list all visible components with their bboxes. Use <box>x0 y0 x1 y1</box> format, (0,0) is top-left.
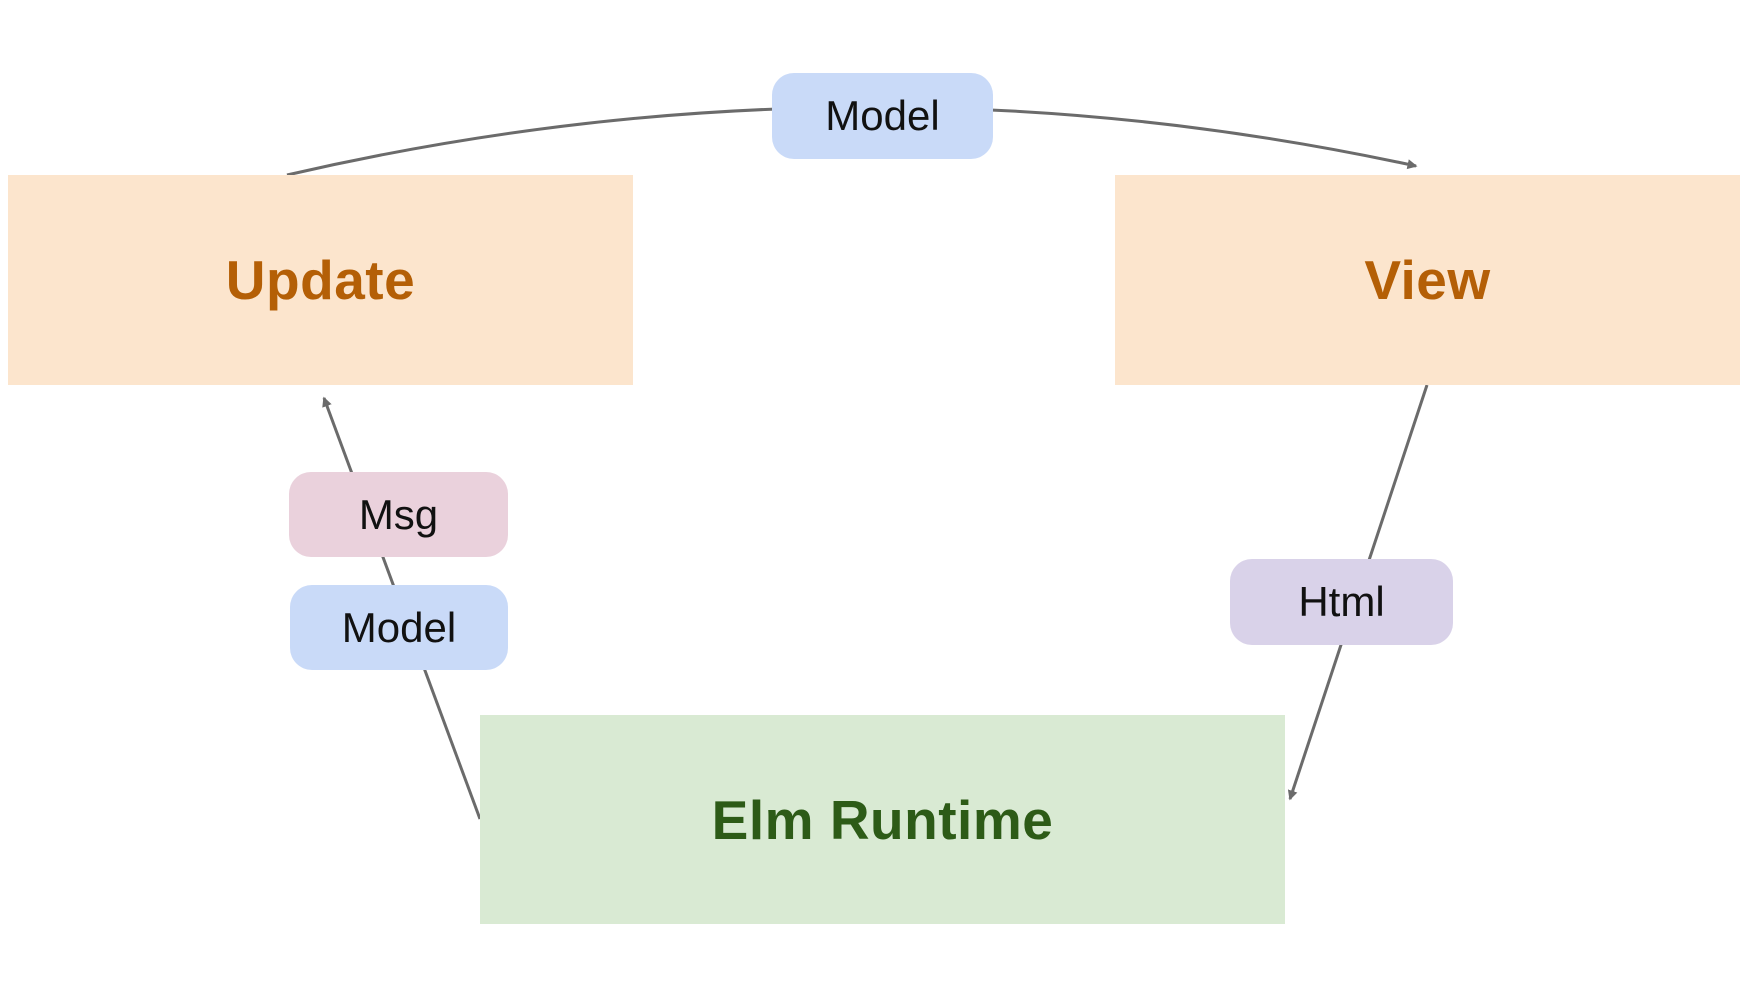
view-node: View <box>1115 175 1740 385</box>
html-badge: Html <box>1230 559 1453 645</box>
view-node-label: View <box>1364 249 1491 311</box>
model-left-badge-label: Model <box>341 603 457 651</box>
elm-runtime-node-label: Elm Runtime <box>711 788 1054 851</box>
update-node: Update <box>8 175 633 385</box>
update-node-label: Update <box>225 249 416 311</box>
model-left-badge: Model <box>290 585 508 670</box>
msg-badge-label: Msg <box>358 490 439 538</box>
model-top-badge-label: Model <box>825 92 940 139</box>
elm-runtime-node: Elm Runtime <box>480 715 1285 924</box>
model-top-badge: Model <box>772 73 993 159</box>
msg-badge: Msg <box>289 472 508 557</box>
html-badge-label: Html <box>1298 578 1385 625</box>
